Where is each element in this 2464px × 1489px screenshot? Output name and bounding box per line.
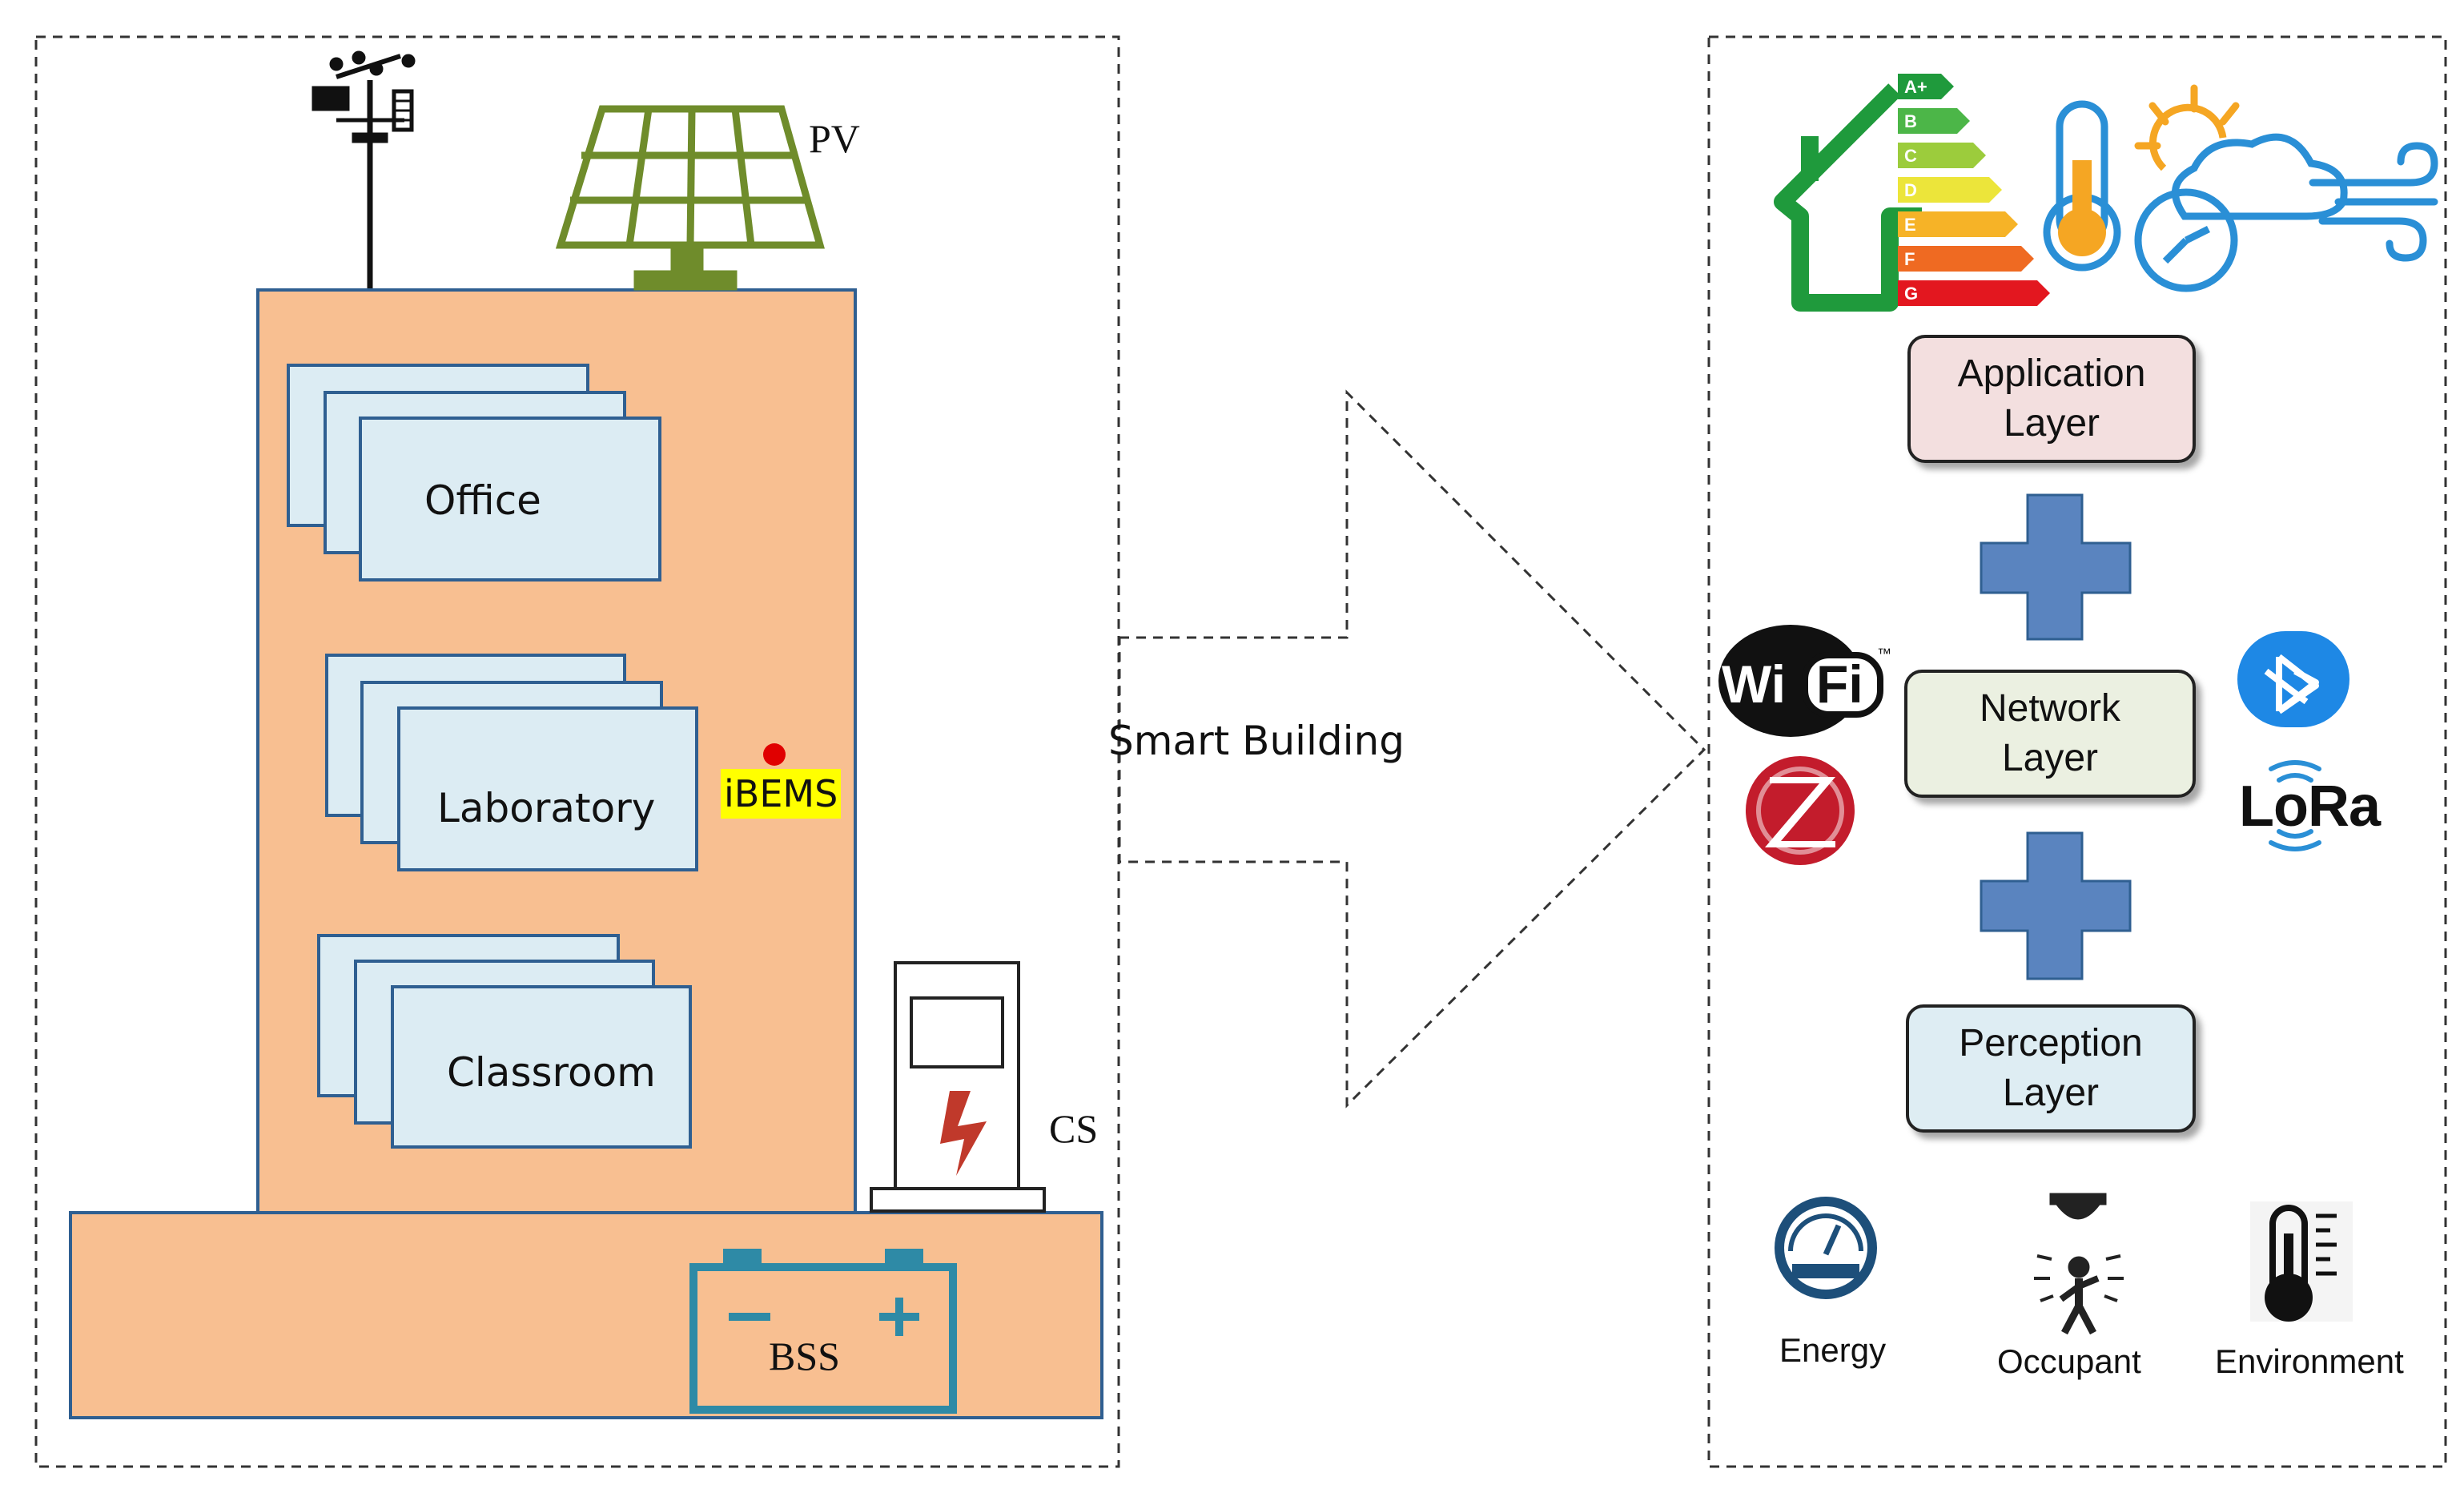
- perception-layer-line2: Layer: [2002, 1072, 2100, 1114]
- application-layer-line2: Layer: [2003, 402, 2100, 445]
- plus-connector-upper: [1980, 493, 2132, 641]
- environment-caption: Environment: [2215, 1342, 2404, 1380]
- laboratory-label: Laboratory: [437, 785, 656, 831]
- perception-layer-box: Perception Layer: [1906, 1004, 2196, 1133]
- battery-storage-icon: [689, 1249, 957, 1414]
- smart-building-label: Smart Building: [1108, 718, 1405, 764]
- clock-icon: [2134, 188, 2238, 292]
- energy-grade-label: E: [1904, 215, 1916, 235]
- energy-grade-bar: [1898, 108, 1970, 134]
- wifi-logo-tm: ™: [1877, 646, 1891, 662]
- application-layer-box: Application Layer: [1907, 335, 2196, 463]
- application-layer-line1: Application: [1957, 352, 2146, 395]
- laboratory-room-stack: [325, 654, 698, 871]
- classroom-room-stack: [317, 934, 692, 1149]
- network-layer-box: Network Layer: [1904, 670, 2196, 798]
- energy-grade-label: D: [1904, 180, 1917, 200]
- ibems-indicator-dot: [763, 743, 786, 766]
- energy-caption: Energy: [1779, 1331, 1887, 1369]
- cs-label: CS: [1049, 1106, 1099, 1151]
- wifi-logo-fi: Fi: [1816, 654, 1863, 714]
- energy-grade-label: C: [1904, 146, 1917, 166]
- energy-grade-bar: [1898, 143, 1986, 168]
- bss-label: BSS: [769, 1334, 840, 1378]
- environment-thermometer-icon: [2250, 1201, 2353, 1322]
- plus-connector-lower: [1980, 831, 2132, 980]
- weather-station-icon: [312, 50, 416, 288]
- classroom-label: Classroom: [447, 1049, 656, 1096]
- energy-grade-label: G: [1904, 284, 1918, 304]
- network-layer-line1: Network: [1979, 687, 2121, 730]
- network-layer-line2: Layer: [2001, 737, 2099, 779]
- energy-grade-label: A+: [1904, 77, 1927, 97]
- energy-grade-label: B: [1904, 111, 1917, 131]
- building-frame: [34, 35, 1120, 1468]
- lora-icon: [2269, 760, 2321, 851]
- weather-sun-cloud-icon: [2134, 84, 2348, 220]
- occupant-sensor-icon: [2034, 1193, 2124, 1335]
- energy-grade-bar: [1898, 246, 2034, 272]
- pv-panel-icon: [555, 105, 825, 291]
- office-room-stack: [287, 364, 661, 582]
- green-house-icon: [1774, 83, 1922, 312]
- energy-meter-icon: [1775, 1197, 1877, 1299]
- wifi-icon: [1718, 625, 1883, 737]
- wind-icon: [2309, 142, 2438, 262]
- thermometer-icon: [2043, 100, 2121, 272]
- pv-label: PV: [809, 116, 860, 161]
- perception-layer-line1: Perception: [1959, 1022, 2143, 1064]
- energy-grade-label: F: [1904, 249, 1915, 269]
- energy-grade-bar: [1898, 177, 2002, 203]
- building-base: [69, 1211, 1103, 1419]
- energy-grade-bar: [1898, 280, 2050, 306]
- lora-logo-text: LoRa: [2239, 775, 2381, 839]
- office-label: Office: [424, 477, 541, 524]
- charging-station-icon: [870, 961, 1046, 1213]
- layers-frame: [1707, 35, 2447, 1468]
- wifi-logo-wi: Wi: [1722, 654, 1787, 714]
- energy-grade-bar: [1898, 211, 2018, 237]
- energy-grade-bar: [1898, 74, 1954, 99]
- occupant-caption: Occupant: [1997, 1342, 2141, 1380]
- ibems-label: iBEMS: [721, 769, 842, 819]
- zigbee-icon: [1746, 756, 1855, 865]
- bluetooth-icon: [2237, 631, 2349, 727]
- smart-building-arrow: [1118, 389, 1706, 1109]
